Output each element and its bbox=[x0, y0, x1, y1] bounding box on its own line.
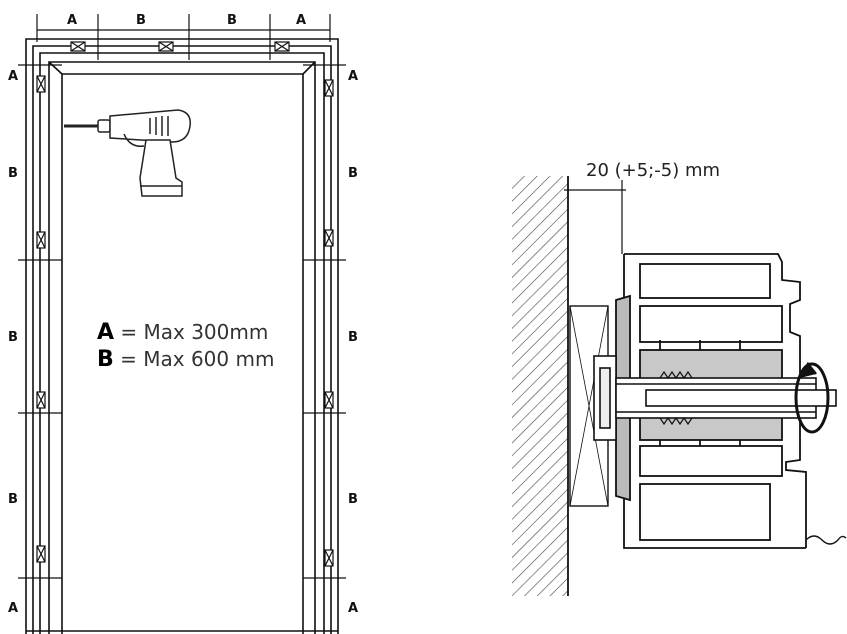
legend-b-text: = Max 600 mm bbox=[114, 347, 275, 371]
legend-b-key: B bbox=[97, 347, 114, 372]
top-dimension-line bbox=[36, 14, 331, 60]
label-right-b1: B bbox=[348, 166, 358, 181]
label-top-a2: A bbox=[296, 13, 306, 28]
fixing-points bbox=[36, 41, 334, 567]
gap-dimension bbox=[564, 180, 626, 254]
rotation-arrow-icon bbox=[794, 361, 830, 434]
anchor-screw bbox=[593, 355, 837, 441]
label-left-b1: B bbox=[8, 166, 18, 181]
legend-a-text: = Max 300mm bbox=[114, 320, 268, 344]
legend: A = Max 300mm B = Max 600 mm bbox=[97, 320, 274, 372]
label-top-a1: A bbox=[67, 13, 77, 28]
dimension-labels: A B B A A B B B A A B B B A bbox=[8, 13, 358, 616]
door-frame bbox=[25, 38, 339, 634]
label-top-b1: B bbox=[136, 13, 146, 28]
label-left-b3: B bbox=[8, 492, 18, 507]
label-left-a2: A bbox=[8, 601, 18, 616]
legend-a-key: A bbox=[97, 320, 114, 345]
legend-b: B = Max 600 mm bbox=[97, 347, 274, 372]
label-top-b2: B bbox=[227, 13, 237, 28]
label-right-b2: B bbox=[348, 330, 358, 345]
label-right-b3: B bbox=[348, 492, 358, 507]
label-left-b2: B bbox=[8, 330, 18, 345]
label-left-a1: A bbox=[8, 69, 18, 84]
label-right-a1: A bbox=[348, 69, 358, 84]
wall-section bbox=[512, 176, 569, 596]
legend-a: A = Max 300mm bbox=[97, 320, 268, 345]
label-right-a2: A bbox=[348, 601, 358, 616]
side-dimension-ticks bbox=[18, 64, 346, 579]
gap-dimension-label: 20 (+5;-5) mm bbox=[586, 160, 720, 181]
drill-icon bbox=[64, 109, 191, 197]
